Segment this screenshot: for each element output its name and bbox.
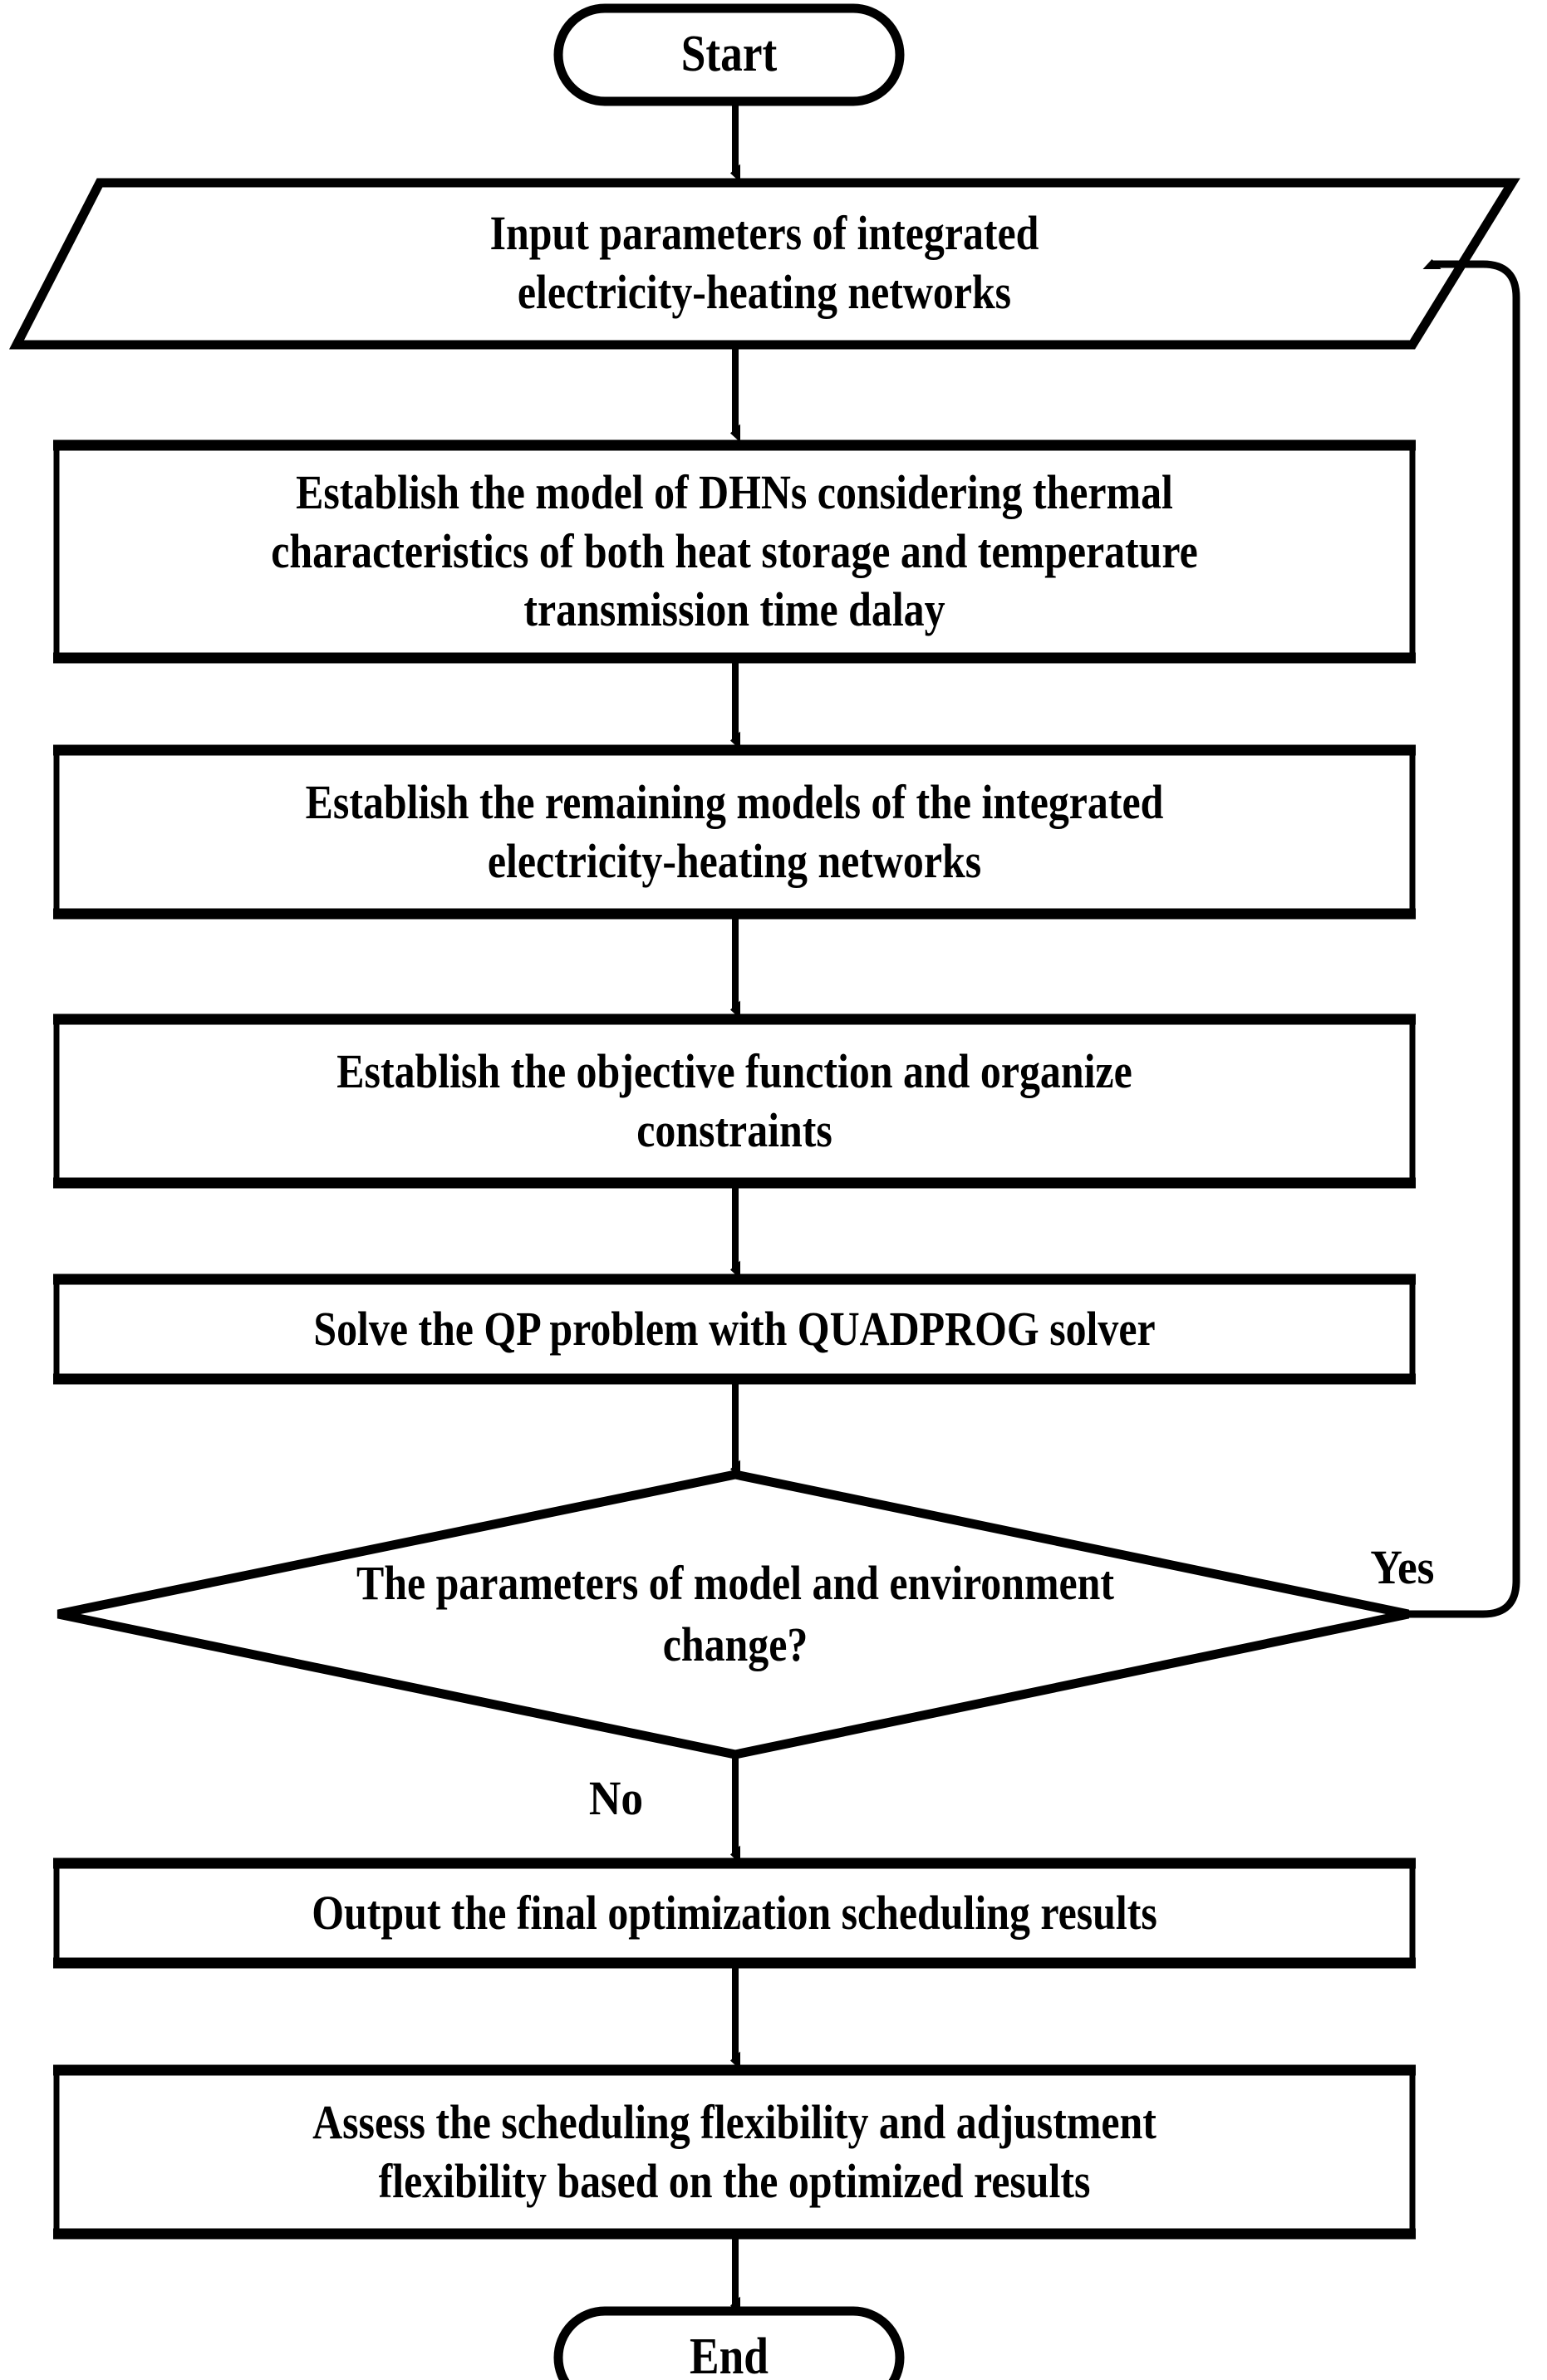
- establish-objective-shape: [53, 1013, 1416, 1189]
- parameters-change-shape: [56, 1470, 1410, 1759]
- connector-decision-yes-feedback: [1408, 259, 1520, 1618]
- assess-flexibility-shape: [53, 2064, 1416, 2240]
- establish-remaining-models-shape: [53, 744, 1416, 920]
- solve-qp-shape: [53, 1273, 1416, 1385]
- output-results-shape: [53, 1857, 1416, 1969]
- establish-dhn-model-shape: [53, 439, 1416, 664]
- start-terminator-shape: [553, 3, 905, 106]
- end-terminator-shape: [553, 2306, 905, 2380]
- input-parameters-shape: [8, 178, 1520, 350]
